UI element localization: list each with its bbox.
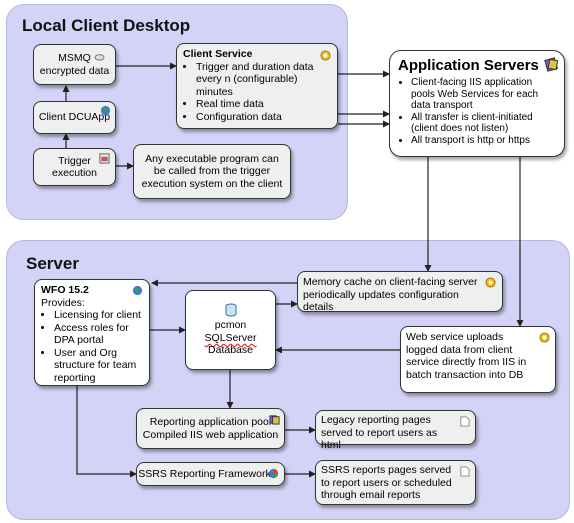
client-dcuapp-box: Client DCUApp: [33, 101, 116, 134]
executable-note-text: Any executable program can be called fro…: [141, 152, 283, 190]
database-label: Database: [208, 344, 253, 357]
ssrs-framework-label: SSRS Reporting Framework: [138, 467, 271, 480]
server-stack-icon: [544, 57, 559, 72]
msmq-sublabel: encrypted data: [39, 64, 110, 77]
application-servers-box: Application Servers Client-facing IIS ap…: [389, 50, 565, 157]
server-stack-icon: [269, 415, 280, 425]
wfo-box: WFO 15.2 Provides: Licensing for client …: [34, 279, 150, 386]
legacy-reporting-box: Legacy reporting pages served to report …: [315, 410, 476, 451]
page-icon: [460, 416, 470, 427]
server-title: Server: [26, 254, 79, 273]
page-icon: [460, 466, 470, 477]
window-icon: [99, 153, 110, 164]
gear-icon: [320, 50, 331, 61]
legacy-reporting-text: Legacy reporting pages served to report …: [321, 414, 438, 451]
reporting-pool-sublabel: Compiled IIS web application: [142, 428, 279, 441]
client-service-item: Trigger and duration data every n (confi…: [196, 61, 331, 99]
reporting-pool-box: Reporting application pool Compiled IIS …: [136, 408, 285, 449]
application-servers-title: Application Servers: [398, 57, 539, 74]
client-service-title: Client Service: [183, 48, 253, 60]
globe-icon: [132, 285, 143, 296]
wfo-item: User and Org structure for team reportin…: [54, 347, 143, 385]
disk-icon: [94, 54, 105, 61]
app-server-item: All transfer is client-initiated (client…: [411, 112, 556, 135]
ssrs-pages-box: SSRS reports pages served to report user…: [315, 460, 476, 505]
web-service-box: Web service uploads logged data from cli…: [400, 326, 556, 393]
trigger-label: Trigger: [58, 154, 91, 167]
trigger-execution-box: Trigger execution: [33, 148, 116, 186]
wfo-title: WFO 15.2: [41, 284, 89, 296]
client-dcuapp-label: Client DCUApp: [38, 111, 111, 124]
memory-cache-box: Memory cache on client-facing server per…: [297, 271, 503, 313]
wfo-item: Access roles for DPA portal: [54, 322, 143, 347]
app-server-item: All transport is http or https: [411, 135, 556, 147]
web-service-text: Web service uploads logged data from cli…: [406, 331, 527, 381]
gear-icon: [485, 277, 496, 288]
globe-icon: [100, 105, 111, 116]
reporting-pool-label: Reporting application pool: [149, 416, 272, 428]
client-service-item: Real time data: [196, 98, 331, 111]
msmq-label: MSMQ: [58, 52, 91, 64]
wfo-list: Licensing for client Access roles for DP…: [41, 309, 143, 384]
msmq-box: MSMQ encrypted data: [33, 44, 116, 85]
pcmon-label: pcmon: [214, 319, 247, 332]
app-server-item: Client-facing IIS application pools Web …: [411, 77, 556, 112]
ssrs-pages-text: SSRS reports pages served to report user…: [321, 464, 452, 501]
wfo-provides: Provides:: [41, 296, 85, 309]
sqlserver-label: SQLServer: [204, 331, 257, 344]
trigger-sublabel: execution: [52, 167, 97, 179]
ssrs-framework-box: SSRS Reporting Framework: [136, 462, 285, 486]
arrow-wfo-ssrs: [73, 380, 137, 478]
client-service-list: Trigger and duration data every n (confi…: [183, 61, 331, 124]
local-client-desktop-title: Local Client Desktop: [22, 16, 191, 35]
gear-icon: [539, 332, 550, 343]
chart-icon: [268, 468, 279, 479]
pcmon-database-box: pcmon SQLServer Database: [185, 290, 276, 370]
client-service-item: Configuration data: [196, 111, 331, 124]
memory-cache-text: Memory cache on client-facing server per…: [303, 276, 478, 313]
wfo-item: Licensing for client: [54, 309, 143, 322]
executable-note-box: Any executable program can be called fro…: [133, 144, 291, 199]
database-icon: [225, 303, 236, 317]
client-service-box: Client Service Trigger and duration data…: [176, 43, 338, 129]
application-servers-list: Client-facing IIS application pools Web …: [398, 77, 556, 146]
